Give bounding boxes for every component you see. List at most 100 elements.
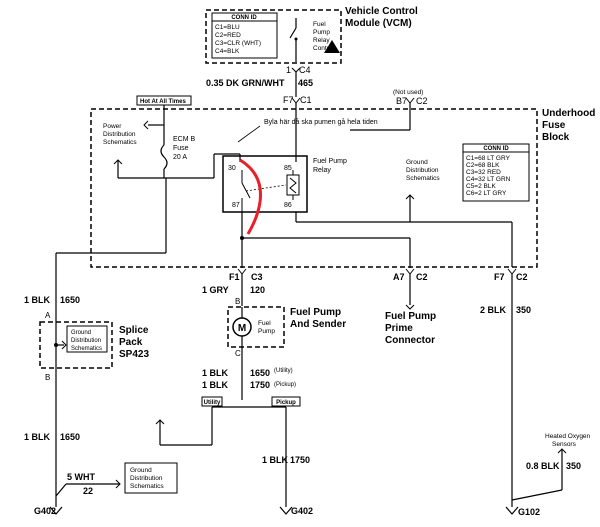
vcm-conn-id-line: C3=CLR (WHT) bbox=[215, 40, 261, 47]
vcm-conn-id-box bbox=[211, 12, 278, 59]
svg-text:C3: C3 bbox=[251, 272, 263, 282]
svg-text:Schematics: Schematics bbox=[406, 175, 440, 182]
vcm-conn-id-line: C1=BLU bbox=[215, 24, 240, 31]
relay-pin-87: 87 bbox=[232, 202, 240, 209]
vcm-switch-icon bbox=[289, 27, 297, 39]
svg-text:350: 350 bbox=[566, 461, 581, 471]
svg-text:Relay: Relay bbox=[313, 37, 330, 44]
svg-text:(Utility): (Utility) bbox=[274, 368, 293, 374]
svg-text:C3=32 RED: C3=32 RED bbox=[466, 169, 501, 176]
svg-text:20 A: 20 A bbox=[173, 154, 187, 161]
svg-text:A7: A7 bbox=[393, 272, 405, 282]
svg-text:120: 120 bbox=[250, 285, 265, 295]
fuel-pump-box bbox=[227, 306, 285, 348]
svg-text:C: C bbox=[235, 349, 241, 358]
svg-text:And Sender: And Sender bbox=[290, 319, 346, 330]
svg-text:350: 350 bbox=[516, 305, 531, 315]
fuel-pump-relay bbox=[222, 155, 308, 213]
white-wire-label: 5 WHT bbox=[67, 472, 96, 482]
o2-wire-label: 0.8 BLK bbox=[526, 461, 560, 471]
vcm-title: Vehicle Control bbox=[345, 6, 418, 17]
svg-text:Block: Block bbox=[542, 132, 570, 143]
pickup-tag bbox=[271, 396, 301, 407]
ecm-b-fuse-label: ECM B bbox=[173, 136, 196, 143]
svg-text:C1: C1 bbox=[300, 95, 312, 105]
svg-text:1650: 1650 bbox=[60, 295, 80, 305]
svg-text:B7: B7 bbox=[396, 96, 407, 106]
svg-text:C6=2 LT GRY: C6=2 LT GRY bbox=[466, 190, 507, 197]
ground-g102: G102 bbox=[518, 507, 540, 517]
svg-text:22: 22 bbox=[83, 486, 93, 496]
relay-pin-86: 86 bbox=[284, 202, 292, 209]
svg-text:Pump: Pump bbox=[258, 328, 275, 335]
wire-grey-label: 1 GRY bbox=[202, 285, 229, 295]
splice-pack-box bbox=[39, 321, 113, 369]
svg-text:1650: 1650 bbox=[60, 432, 80, 442]
svg-text:C4: C4 bbox=[299, 65, 311, 75]
svg-text:SP423: SP423 bbox=[119, 349, 149, 360]
svg-text:Relay: Relay bbox=[313, 167, 331, 174]
fuel-pump-title: Fuel Pump bbox=[290, 307, 341, 318]
svg-text:Ground: Ground bbox=[71, 330, 91, 336]
fuel-pump-relay-label: Fuel Pump bbox=[313, 158, 347, 165]
svg-text:Fuel: Fuel bbox=[258, 320, 271, 327]
splice-top-wire-label: 1 BLK bbox=[24, 295, 51, 305]
underhood-fuse-block bbox=[90, 108, 538, 268]
pickup-wire-label: 1 BLK bbox=[262, 455, 289, 465]
pump-ground-label: 1 BLK bbox=[202, 368, 229, 378]
svg-text:Schematics: Schematics bbox=[103, 139, 137, 146]
svg-text:1 BLK: 1 BLK bbox=[202, 380, 229, 390]
svg-text:Hot At All Times: Hot At All Times bbox=[140, 99, 186, 105]
svg-text:Module (VCM): Module (VCM) bbox=[345, 18, 412, 29]
svg-text:C5=2 BLK: C5=2 BLK bbox=[466, 183, 496, 190]
svg-text:Pack: Pack bbox=[119, 337, 143, 348]
svg-text:1: 1 bbox=[286, 65, 291, 75]
vcm-conn-id-title: CONN ID bbox=[231, 15, 257, 21]
vcm-conn-id-line: C2=RED bbox=[215, 32, 241, 39]
svg-text:CONN ID: CONN ID bbox=[483, 146, 509, 152]
svg-text:Distribution: Distribution bbox=[71, 338, 101, 344]
svg-text:Connector: Connector bbox=[385, 335, 435, 346]
svg-text:Prime: Prime bbox=[385, 323, 413, 334]
svg-text:F7: F7 bbox=[283, 95, 294, 105]
svg-text:F7: F7 bbox=[494, 272, 505, 282]
fuse-block-conn-id-box bbox=[462, 143, 530, 202]
svg-text:F1: F1 bbox=[229, 272, 240, 282]
esd-warning-icon bbox=[324, 40, 340, 53]
svg-text:1750: 1750 bbox=[290, 455, 310, 465]
ground-icon bbox=[49, 506, 63, 515]
svg-text:1650: 1650 bbox=[250, 368, 270, 378]
svg-text:C1=68 LT GRY: C1=68 LT GRY bbox=[466, 155, 511, 162]
svg-text:Distribution: Distribution bbox=[406, 167, 439, 174]
svg-text:Schematics: Schematics bbox=[71, 346, 102, 352]
vcm-box bbox=[205, 9, 342, 64]
svg-text:(Not used): (Not used) bbox=[393, 89, 423, 96]
fuse-block-title: Underhood bbox=[542, 108, 595, 119]
svg-text:C2: C2 bbox=[416, 272, 428, 282]
vcm-wire-label: 0.35 DK GRN/WHT bbox=[206, 78, 285, 88]
relay-contact-icon bbox=[241, 182, 251, 199]
svg-text:C2: C2 bbox=[516, 272, 528, 282]
svg-text:Fuse: Fuse bbox=[542, 120, 566, 131]
svg-text:Pump: Pump bbox=[313, 29, 330, 36]
ground-g402-splice: G402 bbox=[34, 506, 56, 516]
wire-blk350-label: 2 BLK bbox=[480, 305, 507, 315]
vcm-relay-control-label: Fuel bbox=[313, 21, 326, 28]
splice-pack-title: Splice bbox=[119, 325, 149, 336]
svg-text:C2=68 BLK: C2=68 BLK bbox=[466, 162, 500, 169]
utility-tag bbox=[201, 396, 223, 407]
ground-icon bbox=[279, 506, 293, 515]
power-distribution-label: Power bbox=[103, 123, 122, 130]
svg-text:Schematics: Schematics bbox=[130, 483, 164, 490]
ground-distribution-box bbox=[124, 462, 178, 494]
splice-ground-distribution-box bbox=[66, 325, 108, 353]
svg-text:B: B bbox=[235, 297, 240, 306]
splice-bottom-wire-label: 1 BLK bbox=[24, 432, 51, 442]
relay-pin-85: 85 bbox=[284, 165, 292, 172]
ground-g402-pickup: G402 bbox=[291, 506, 313, 516]
svg-text:Sensors: Sensors bbox=[552, 441, 577, 448]
relay-pin-30: 30 bbox=[228, 165, 236, 172]
handwritten-annotation: Byla här då ska pumen gå hela tiden bbox=[264, 118, 378, 126]
svg-text:Pickup: Pickup bbox=[276, 400, 296, 406]
prime-connector-label: Fuel Pump bbox=[385, 311, 436, 322]
